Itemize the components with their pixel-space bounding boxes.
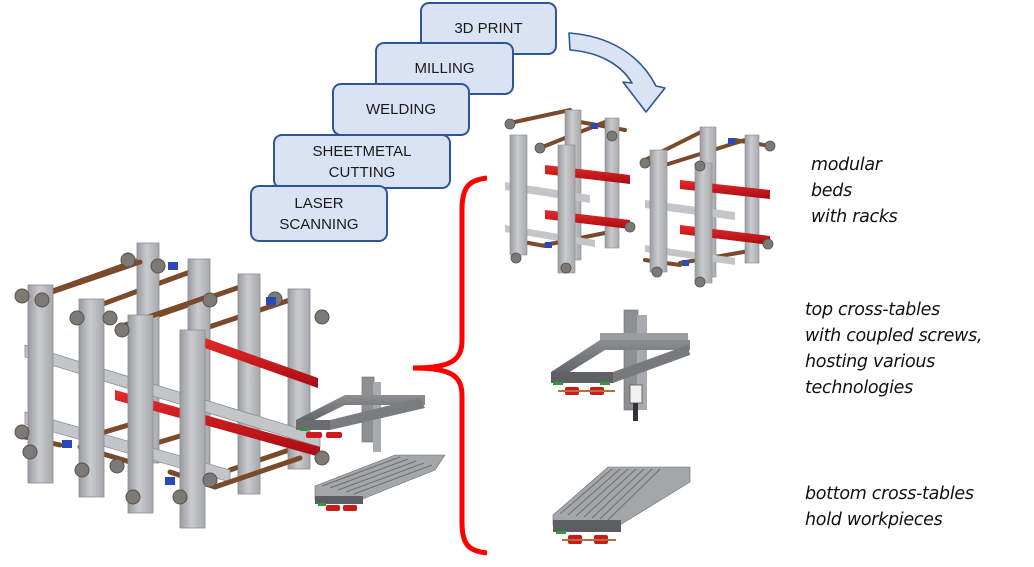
- bottom-cross-table-illustration: [552, 466, 691, 544]
- caption-top-cross-tables: top cross-tables with coupled screws, ho…: [805, 300, 983, 398]
- top-cross-table-illustration: [551, 309, 690, 421]
- top-cross-table-small-illustration: [296, 376, 425, 452]
- process-step-label: LASER SCANNING: [279, 194, 359, 233]
- process-step-sheetmetal-cutting: SHEETMETAL CUTTING: [273, 134, 451, 189]
- process-step-welding: WELDING: [332, 83, 470, 136]
- caption-bottom-cross-tables: bottom cross-tables hold workpieces: [805, 484, 974, 530]
- modular-bed-2-illustration: [639, 126, 776, 288]
- assembled-machine-illustration: [14, 242, 330, 529]
- caption-modular-beds: modular beds with racks: [811, 155, 898, 227]
- process-step-laser-scanning: LASER SCANNING: [250, 185, 388, 242]
- curved-arrow-icon: [568, 32, 666, 113]
- modular-bed-1-illustration: [504, 108, 636, 274]
- bottom-cross-table-small-illustration: [314, 454, 446, 511]
- process-step-label: SHEETMETAL CUTTING: [312, 142, 412, 181]
- process-step-label: MILLING: [414, 60, 475, 77]
- grouping-brace-icon: [412, 175, 488, 556]
- process-step-label: 3D PRINT: [454, 20, 523, 37]
- process-step-label: WELDING: [365, 101, 436, 118]
